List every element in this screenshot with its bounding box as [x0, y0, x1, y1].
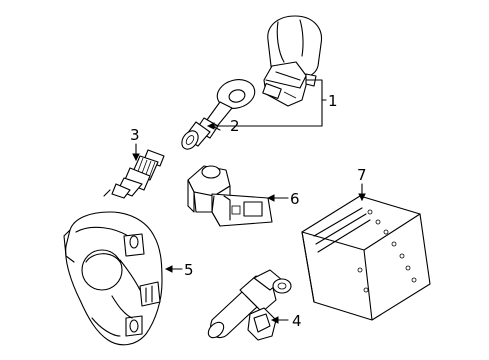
crankshaft-position-sensor	[207, 269, 292, 341]
coil-extension-boot	[181, 79, 256, 150]
callout-6: 6	[290, 190, 300, 208]
callout-5: 5	[184, 261, 194, 279]
callout-1: 1	[328, 92, 338, 110]
knock-sensor-shield	[63, 211, 163, 346]
spark-plug	[103, 149, 165, 199]
leader-lines	[132, 79, 366, 324]
engine-control-module	[301, 195, 431, 321]
pressure-sensor	[187, 165, 273, 227]
callout-2: 2	[230, 117, 240, 135]
callout-3: 3	[130, 126, 140, 144]
ignition-coil	[262, 15, 323, 107]
callout-4: 4	[292, 312, 302, 330]
callout-7: 7	[357, 166, 367, 184]
